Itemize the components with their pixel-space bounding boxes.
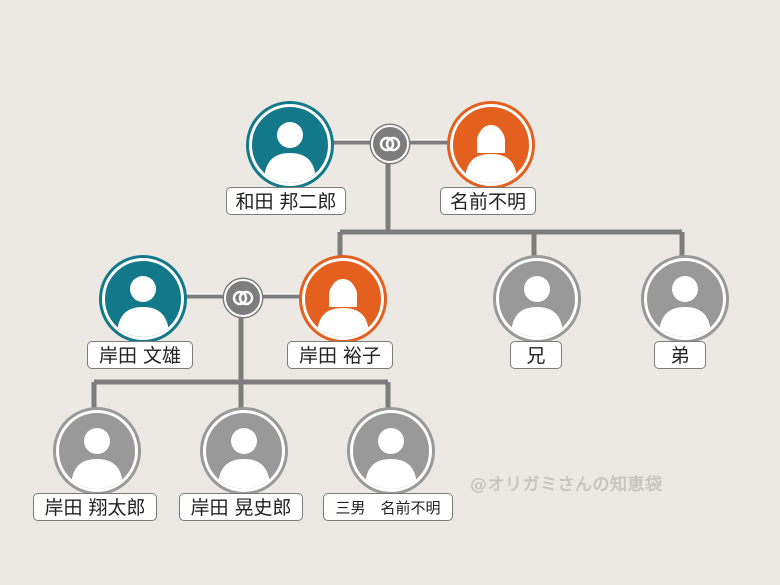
avatar-brother-younger: [644, 258, 726, 340]
avatar-mother: [302, 258, 384, 340]
name-label-father: 岸田 文雄: [87, 341, 193, 369]
person-silhouette-icon: [218, 428, 270, 489]
name-label-son1: 岸田 翔太郎: [33, 493, 157, 521]
avatar-brother-older: [496, 258, 578, 340]
person-silhouette-icon: [465, 125, 517, 183]
avatar-son3: [350, 410, 432, 492]
wedding-rings-icon: [371, 125, 409, 163]
avatar-son1: [56, 410, 138, 492]
avatar-father: [102, 258, 184, 340]
name-label-mother: 岸田 裕子: [287, 341, 393, 369]
name-label-son3: 三男 名前不明: [323, 493, 453, 521]
avatar-grandmother: [450, 104, 532, 186]
person-silhouette-icon: [365, 428, 417, 489]
person-silhouette-icon: [659, 276, 711, 337]
name-label-grandfather: 和田 邦二郎: [226, 187, 346, 215]
name-label-brother-younger: 弟: [654, 341, 706, 369]
person-silhouette-icon: [71, 428, 123, 489]
name-label-grandmother: 名前不明: [440, 187, 536, 215]
avatar-son2: [203, 410, 285, 492]
person-silhouette-icon: [511, 276, 563, 337]
name-label-son2: 岸田 晃史郎: [179, 493, 303, 521]
avatar-grandfather: [249, 104, 331, 186]
person-silhouette-icon: [264, 122, 316, 183]
person-silhouette-icon: [117, 276, 169, 337]
person-silhouette-icon: [317, 279, 369, 337]
watermark: @オリガミさんの知恵袋: [470, 475, 663, 495]
wedding-rings-icon: [224, 279, 262, 317]
name-label-brother-older: 兄: [510, 341, 562, 369]
